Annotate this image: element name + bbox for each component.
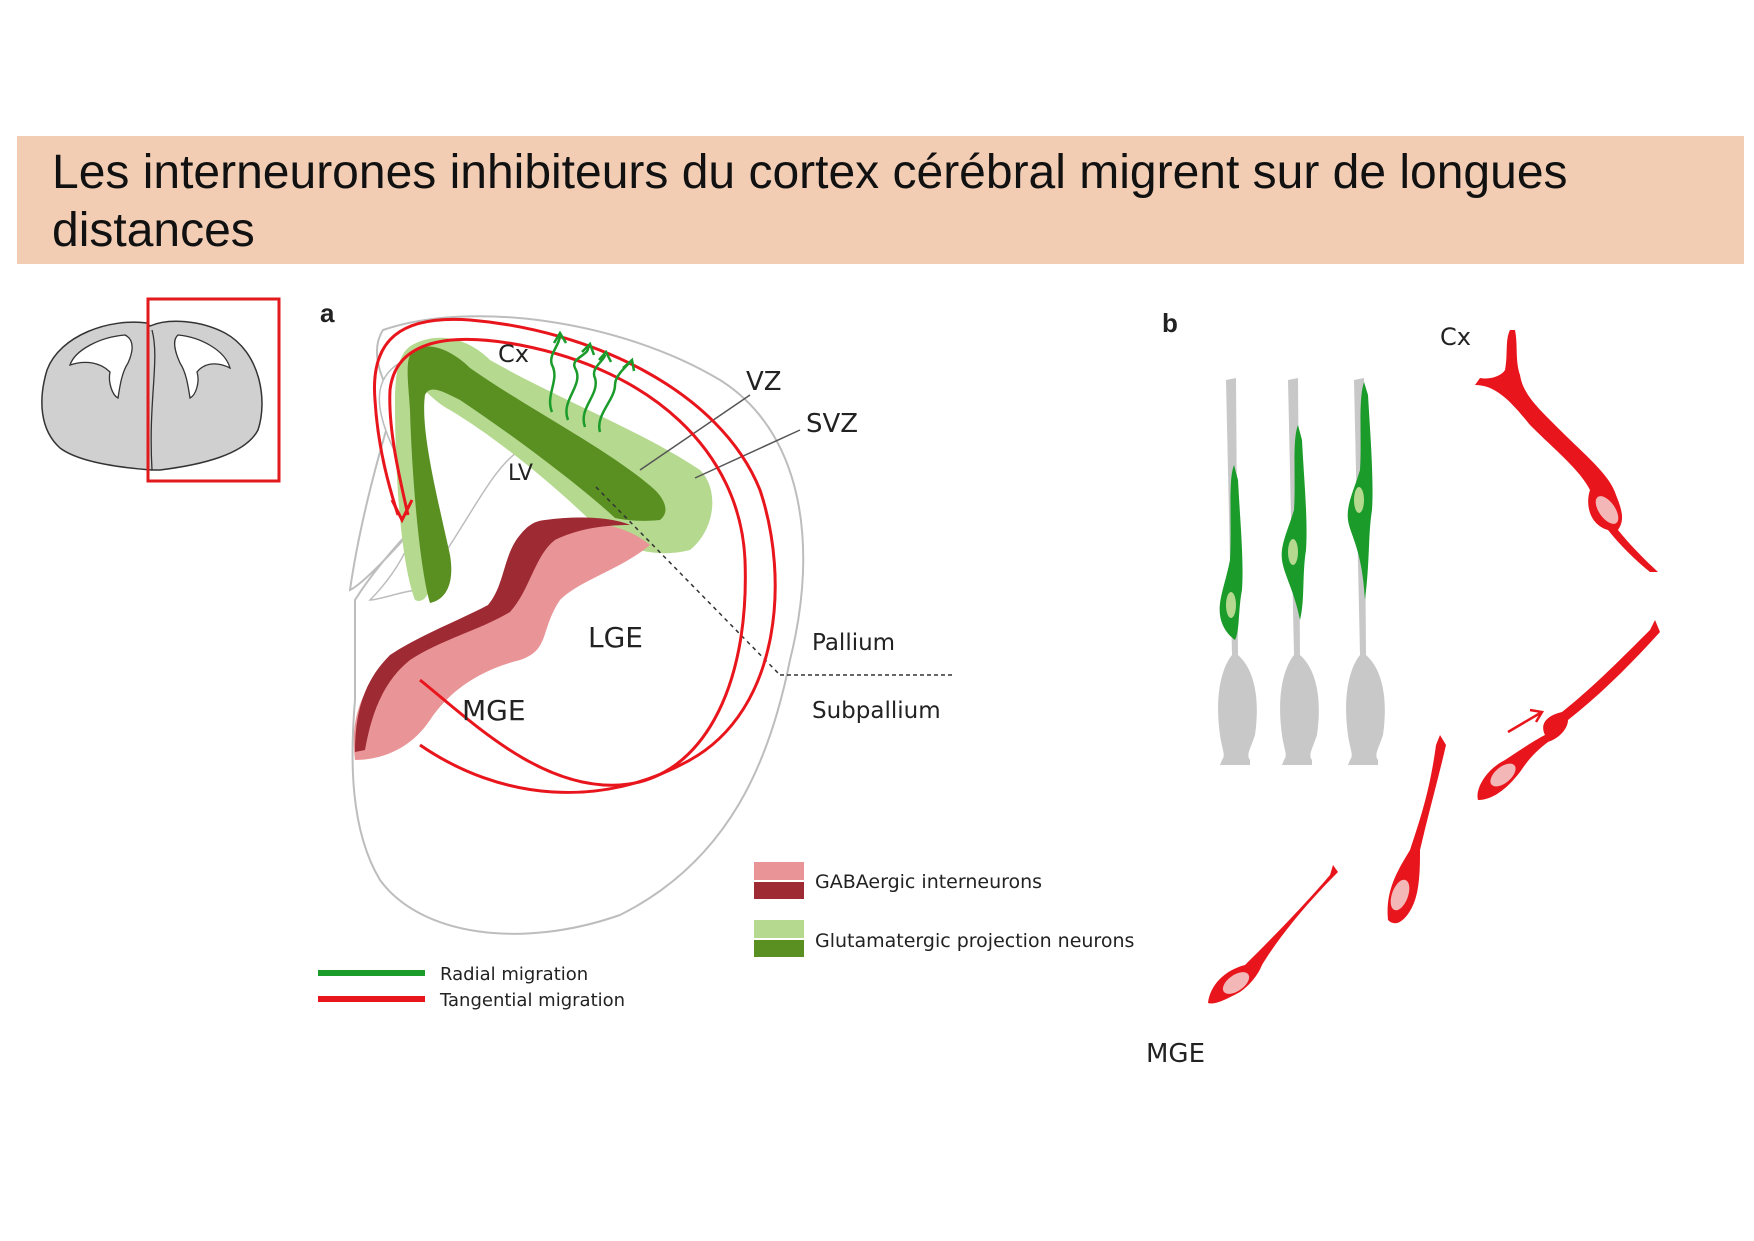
tangential-neuron-cx-nucleus [1595, 496, 1619, 524]
label-pallium: Pallium [812, 630, 895, 656]
right-ventricle-shape [174, 334, 232, 399]
label-svz: SVZ [806, 409, 858, 439]
migration-direction-arrow [1507, 708, 1545, 734]
legend-swatch-glut-dark [754, 940, 804, 957]
label-cx: Cx [498, 340, 529, 368]
tangential-neuron-2 [1387, 735, 1446, 924]
ganglionic-eminence-light [353, 522, 650, 760]
panel-a-letter: a [320, 298, 335, 328]
legend-gaba-label: GABAergic interneurons [815, 871, 1042, 893]
radial-arrowhead-2 [581, 341, 596, 356]
tangential-neuron-2-body [1387, 735, 1446, 924]
pallial-boundary-dashes [595, 486, 781, 676]
tangential-neuron-3-nucleus [1490, 763, 1516, 787]
label-lv: LV [508, 461, 533, 486]
page-title: Les interneurones inhibiteurs du cortex … [52, 146, 1568, 257]
tangential-neuron-cx [1475, 330, 1658, 572]
radial-glia-fiber-1 [1218, 378, 1257, 765]
label-b-mge: MGE [1146, 1039, 1205, 1069]
radial-arrow-2 [565, 346, 590, 421]
tangential-neuron-mge [1208, 865, 1338, 1004]
radial-glia-fiber-3 [1346, 378, 1385, 765]
tangential-neuron-3-body [1477, 620, 1660, 800]
legend-glut-label: Glutamatergic projection neurons [815, 930, 1134, 952]
brain-midline [150, 329, 156, 471]
vz-leader-line [639, 394, 751, 471]
label-subpallium: Subpallium [812, 698, 941, 724]
green-neuron-1 [1219, 465, 1243, 640]
label-mge: MGE [462, 694, 526, 727]
tangential-neuron-cx-body [1475, 330, 1658, 572]
tangential-migration-paths [372, 317, 777, 794]
radial-arrowhead-1 [552, 330, 568, 344]
title-banner: Les interneurones inhibiteurs du cortex … [17, 136, 1744, 264]
legend-swatch-gaba-light [754, 862, 804, 880]
legend-cell-types: GABAergic interneurons Glutamatergic pro… [754, 862, 1134, 957]
radial-arrowhead-3 [598, 349, 613, 363]
brain-thumbnail [41, 297, 281, 483]
radial-glia-fiber-2 [1280, 378, 1319, 765]
legend-swatch-gaba-dark [754, 882, 804, 899]
legend-tangential-label: Tangential migration [439, 990, 625, 1011]
tangential-neuron-mge-nucleus [1222, 972, 1250, 994]
cortex-vz-band [407, 346, 666, 603]
green-neuron-1-nucleus [1226, 592, 1236, 618]
radial-glia-column-3 [1346, 378, 1385, 765]
tangential-neuron-mge-body [1208, 865, 1338, 1004]
svz-leader-line [694, 429, 801, 479]
tangential-neuron-3 [1477, 620, 1660, 800]
label-vz: VZ [746, 367, 782, 397]
radial-arrowhead-4 [622, 357, 636, 372]
tangential-path-inner [388, 337, 747, 787]
radial-migration-arrows [548, 330, 636, 433]
radial-glia-column-2 [1280, 378, 1319, 765]
radial-glia-column-1 [1218, 378, 1257, 765]
green-neuron-3-nucleus [1354, 487, 1364, 513]
radial-arrow-3 [582, 354, 607, 428]
hemisphere-highlight-box [146, 297, 281, 483]
green-neuron-2 [1281, 425, 1307, 620]
green-neuron-2-nucleus [1288, 539, 1298, 565]
tangential-neuron-2-nucleus [1390, 879, 1410, 911]
left-ventricle-shape [68, 334, 133, 399]
tangential-arrowhead [390, 499, 414, 524]
legend-radial-label: Radial migration [440, 964, 588, 985]
panel-a: a Cx [318, 298, 1134, 1011]
panel-b-letter: b [1162, 308, 1178, 338]
label-lge: LGE [588, 621, 643, 654]
legend-swatch-glut-light [754, 920, 804, 938]
legend-migration: Radial migration Tangential migration [318, 964, 625, 1011]
radial-arrow-1 [548, 334, 562, 413]
panel-b: b Cx MGE [1146, 308, 1660, 1069]
label-b-cx: Cx [1440, 323, 1471, 351]
